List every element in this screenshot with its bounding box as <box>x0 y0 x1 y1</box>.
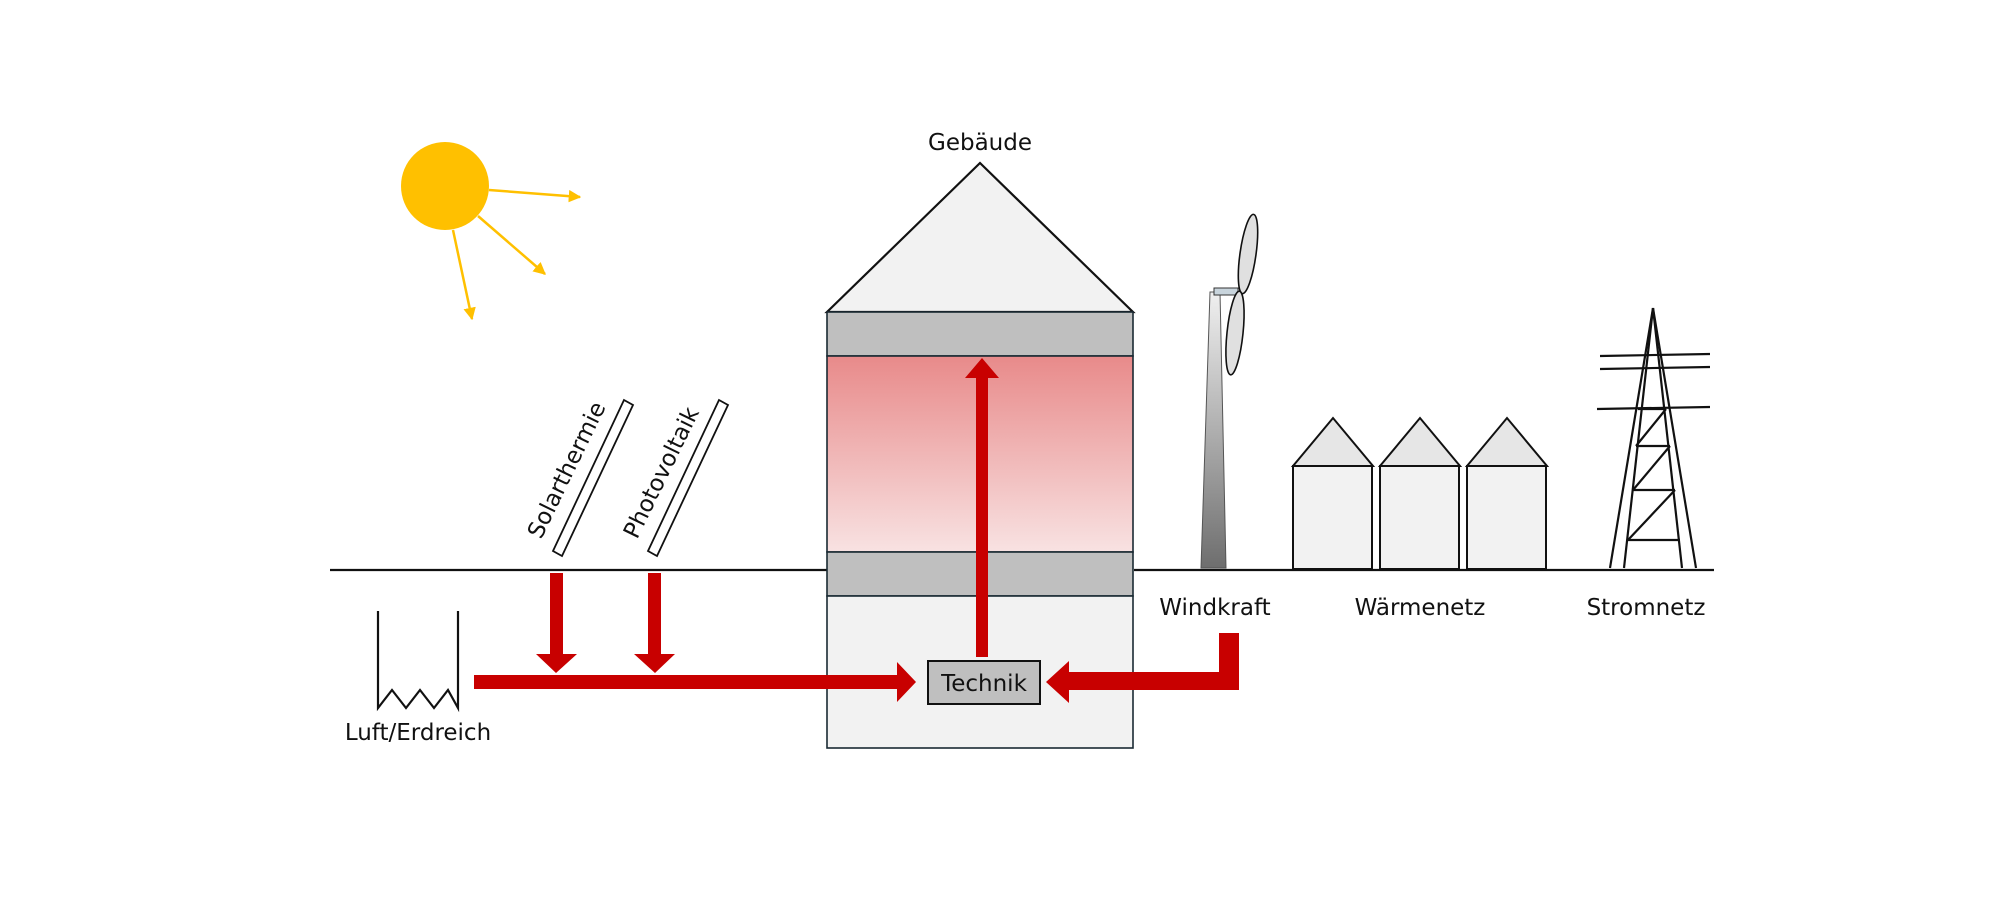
arrow-solar-thermal-down <box>536 573 577 673</box>
arrow-up-to-heated-zone <box>965 358 999 657</box>
solar-thermal-panel <box>551 398 635 558</box>
house <box>1464 416 1550 570</box>
sun-disk <box>401 142 489 230</box>
arrow-air-ground-to-technik <box>474 662 916 702</box>
sun-ray-down <box>451 229 476 321</box>
heat-network-label: Wärmenetz <box>1355 595 1486 621</box>
house <box>1377 416 1463 570</box>
wind-turbine-tower <box>1200 291 1227 569</box>
technik-label: Technik <box>940 671 1027 697</box>
house <box>1290 416 1376 570</box>
sun-ray-diagonal <box>477 215 546 275</box>
arrow-wind-to-technik <box>1046 633 1239 703</box>
wind-turbine-nacelle <box>1213 287 1239 296</box>
power-pylon <box>1596 307 1711 569</box>
wind-power-label: Windkraft <box>1159 595 1270 621</box>
wind-turbine-blade <box>1237 213 1259 295</box>
sun-ray-right <box>488 188 582 203</box>
technik-box <box>927 660 1041 705</box>
building-upper-slab <box>826 311 1134 357</box>
flow-arrows <box>474 358 1239 703</box>
wind-turbine-blade <box>1225 290 1245 376</box>
building-roof <box>824 161 1136 314</box>
power-grid-label: Stromnetz <box>1587 595 1706 621</box>
heat-network-houses <box>1290 416 1550 570</box>
photovoltaic-panel <box>646 398 730 558</box>
air-ground-label: Luft/Erdreich <box>345 720 491 746</box>
arrow-photovoltaic-down <box>634 573 675 673</box>
wind-turbine <box>1200 213 1259 569</box>
building-label: Gebäude <box>928 130 1032 156</box>
sun <box>401 142 582 321</box>
air-ground-probe <box>376 611 460 713</box>
